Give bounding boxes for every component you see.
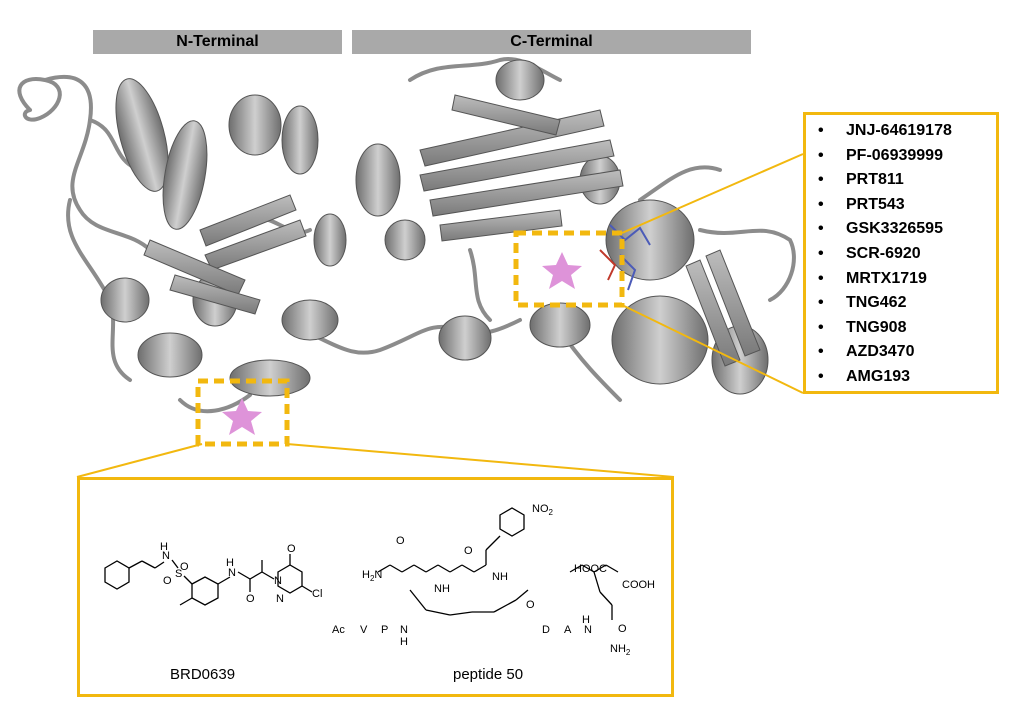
svg-text:N: N bbox=[276, 593, 284, 605]
c-terminal-sheets bbox=[419, 94, 761, 367]
inhibitor-name: MRTX1719 bbox=[846, 269, 927, 287]
svg-text:P: P bbox=[381, 624, 388, 636]
peptide-50-label: peptide 50 bbox=[453, 666, 524, 683]
svg-text:O: O bbox=[287, 543, 296, 555]
c-terminal-helices bbox=[355, 59, 769, 395]
inhibitor-name: AMG193 bbox=[846, 367, 911, 385]
inhibitor-item: •SCR-6920 bbox=[818, 244, 921, 262]
inhibitor-item: •PRT543 bbox=[818, 195, 905, 213]
svg-text:COOH: COOH bbox=[622, 579, 655, 591]
svg-text:O: O bbox=[618, 623, 627, 635]
inhibitor-name: SCR-6920 bbox=[846, 244, 921, 262]
brd0639-label: BRD0639 bbox=[170, 666, 236, 683]
svg-text:NH: NH bbox=[434, 583, 450, 595]
inhibitor-name: PRT811 bbox=[846, 171, 904, 189]
peptide-50-structure bbox=[377, 507, 619, 620]
svg-text:H2N: H2N bbox=[362, 569, 382, 583]
svg-text:HOOC: HOOC bbox=[574, 563, 607, 575]
svg-text:D: D bbox=[542, 624, 550, 636]
svg-text:N: N bbox=[400, 624, 408, 636]
inhibitor-list: •JNJ-64619178 •PF-06939999 •PRT811 •PRT5… bbox=[806, 115, 996, 390]
n-terminal-site-box bbox=[195, 378, 290, 447]
svg-text:H: H bbox=[226, 557, 234, 569]
svg-text:H: H bbox=[582, 614, 590, 626]
svg-text:V: V bbox=[360, 624, 368, 636]
inhibitor-item: •PRT811 bbox=[818, 171, 904, 189]
svg-text:O: O bbox=[163, 575, 172, 587]
inhibitor-name: GSK3326595 bbox=[846, 220, 943, 238]
svg-text:N: N bbox=[274, 575, 282, 587]
inhibitor-name: AZD3470 bbox=[846, 343, 915, 361]
svg-text:NO2: NO2 bbox=[532, 503, 554, 517]
c-terminal-site-box bbox=[513, 230, 625, 308]
ligand-structures-panel: N H S O O N H O N N O Cl bbox=[77, 477, 674, 697]
brd0639-atoms: N H S O O N H O N N O Cl bbox=[160, 541, 322, 605]
inhibitor-name: PRT543 bbox=[846, 195, 905, 213]
star-icon bbox=[542, 252, 582, 289]
svg-text:O: O bbox=[180, 561, 189, 573]
svg-text:H: H bbox=[400, 636, 408, 648]
chemical-structures: N H S O O N H O N N O Cl bbox=[104, 503, 655, 657]
svg-text:S: S bbox=[175, 568, 182, 580]
svg-text:Cl: Cl bbox=[312, 588, 322, 600]
inhibitor-name: PF-06939999 bbox=[846, 146, 943, 164]
inhibitor-list-panel: •JNJ-64619178 •PF-06939999 •PRT811 •PRT5… bbox=[803, 112, 999, 394]
svg-text:H: H bbox=[160, 541, 168, 553]
c-terminal-label: C-Terminal bbox=[352, 30, 751, 54]
n-terminal-sheets bbox=[143, 194, 307, 315]
svg-text:NH2: NH2 bbox=[610, 643, 631, 657]
n-terminal-label: N-Terminal bbox=[93, 30, 342, 54]
inhibitor-item: •JNJ-64619178 bbox=[818, 122, 952, 139]
inhibitor-name: TNG908 bbox=[846, 318, 907, 336]
inhibitor-name: JNJ-64619178 bbox=[846, 122, 952, 139]
inhibitor-item: •AZD3470 bbox=[818, 343, 915, 361]
star-icon bbox=[222, 398, 262, 435]
inhibitor-item: •TNG908 bbox=[818, 318, 907, 336]
inhibitor-item: •MRTX1719 bbox=[818, 269, 927, 287]
inhibitor-item: •AMG193 bbox=[818, 367, 911, 385]
svg-text:N: N bbox=[162, 550, 170, 562]
inhibitor-name: TNG462 bbox=[846, 294, 907, 312]
inhibitor-item: •GSK3326595 bbox=[818, 220, 943, 238]
svg-text:O: O bbox=[396, 535, 405, 547]
inhibitor-item: •TNG462 bbox=[818, 294, 907, 312]
svg-text:NH: NH bbox=[492, 571, 508, 583]
svg-text:N: N bbox=[228, 567, 236, 579]
svg-text:Ac: Ac bbox=[332, 624, 345, 636]
peptide-50-atoms: NO2 H2N O NH O NH Ac V P N H O D A N H H… bbox=[332, 503, 655, 657]
svg-text:O: O bbox=[526, 599, 535, 611]
callout-lines bbox=[76, 153, 804, 478]
inhibitor-item: •PF-06939999 bbox=[818, 146, 943, 164]
brd0639-structure bbox=[104, 554, 313, 606]
svg-text:N: N bbox=[584, 624, 592, 636]
svg-text:O: O bbox=[246, 593, 255, 605]
svg-text:O: O bbox=[464, 545, 473, 557]
svg-text:A: A bbox=[564, 624, 572, 636]
